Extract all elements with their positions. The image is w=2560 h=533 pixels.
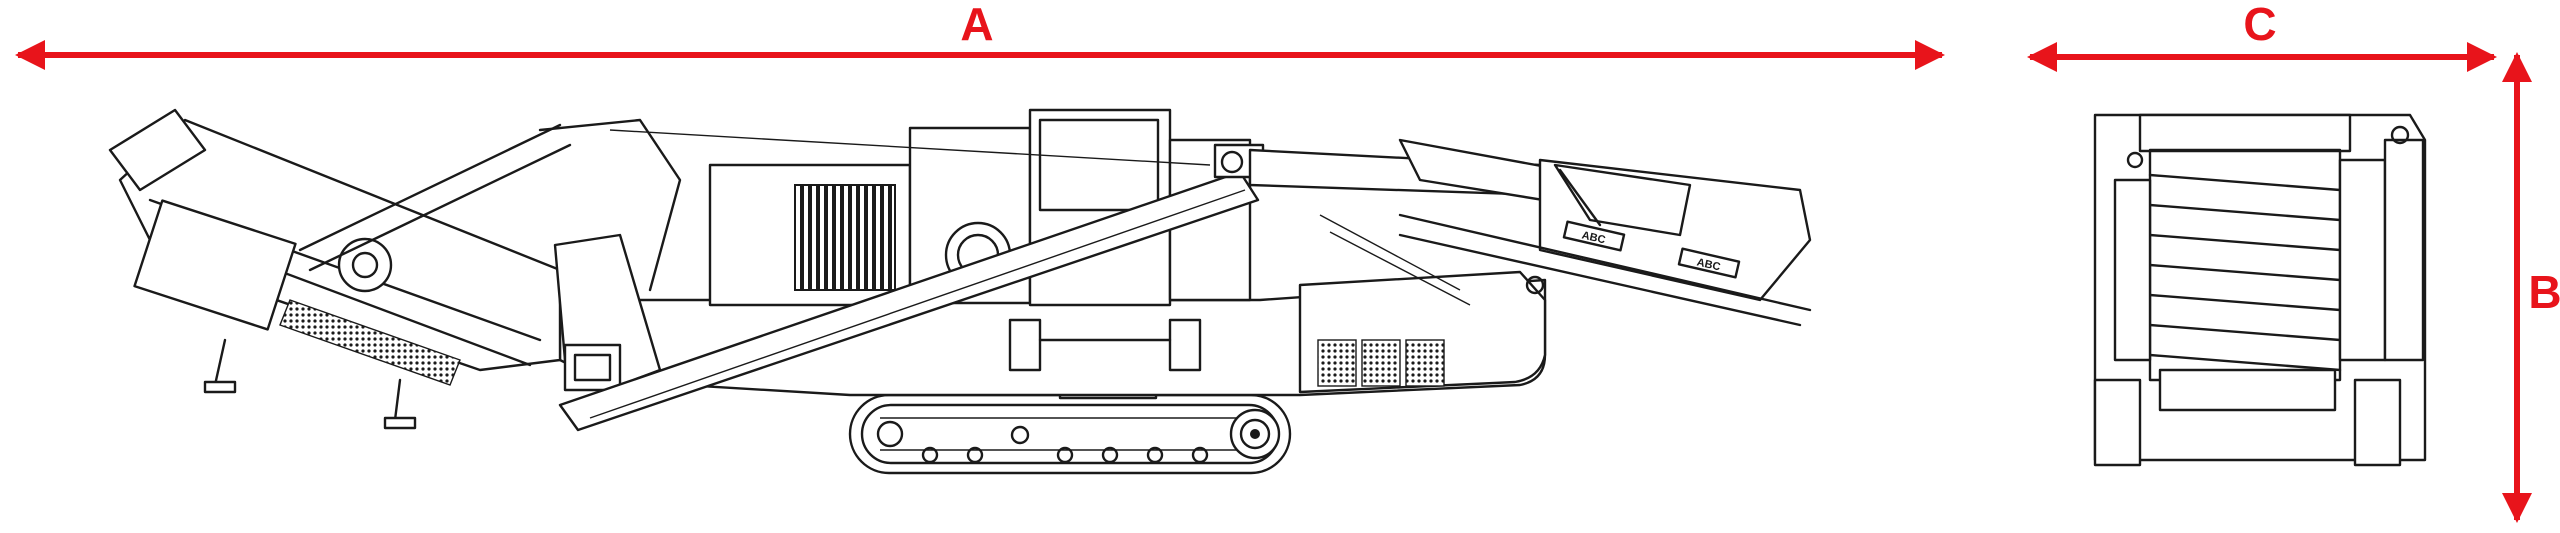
- screen-mesh: [279, 299, 461, 386]
- track-undercarriage: [848, 376, 1292, 475]
- screen-box: [108, 108, 562, 430]
- rear-view: [2093, 113, 2427, 467]
- engine-radiator-grille: [794, 184, 896, 291]
- dimension-label-b: B: [2528, 266, 2560, 318]
- rear-screen-layers: [2148, 173, 2342, 372]
- discharge-chute: [553, 233, 662, 392]
- support-legs: [1008, 318, 1202, 372]
- main-conveyor: [558, 143, 1265, 432]
- vent-grille-1: [1317, 339, 1357, 387]
- side-hopper: [1553, 163, 1692, 237]
- side-conveyor: ABC ABC: [1248, 138, 1812, 327]
- main-chassis: [558, 270, 1547, 397]
- conveyor-badge-2: ABC: [1677, 247, 1741, 279]
- svg-text:ABC: ABC: [1696, 256, 1722, 273]
- vent-grille-2: [1361, 339, 1401, 387]
- vent-grille-3: [1405, 339, 1445, 387]
- side-view: ABC ABC: [108, 108, 1812, 475]
- dimension-label-a: A: [960, 0, 993, 50]
- dimension-label-c: C: [2243, 0, 2276, 50]
- support-frame: [298, 118, 1211, 292]
- conveyor-badge-1: ABC: [1562, 220, 1626, 252]
- svg-text:ABC: ABC: [1581, 229, 1607, 246]
